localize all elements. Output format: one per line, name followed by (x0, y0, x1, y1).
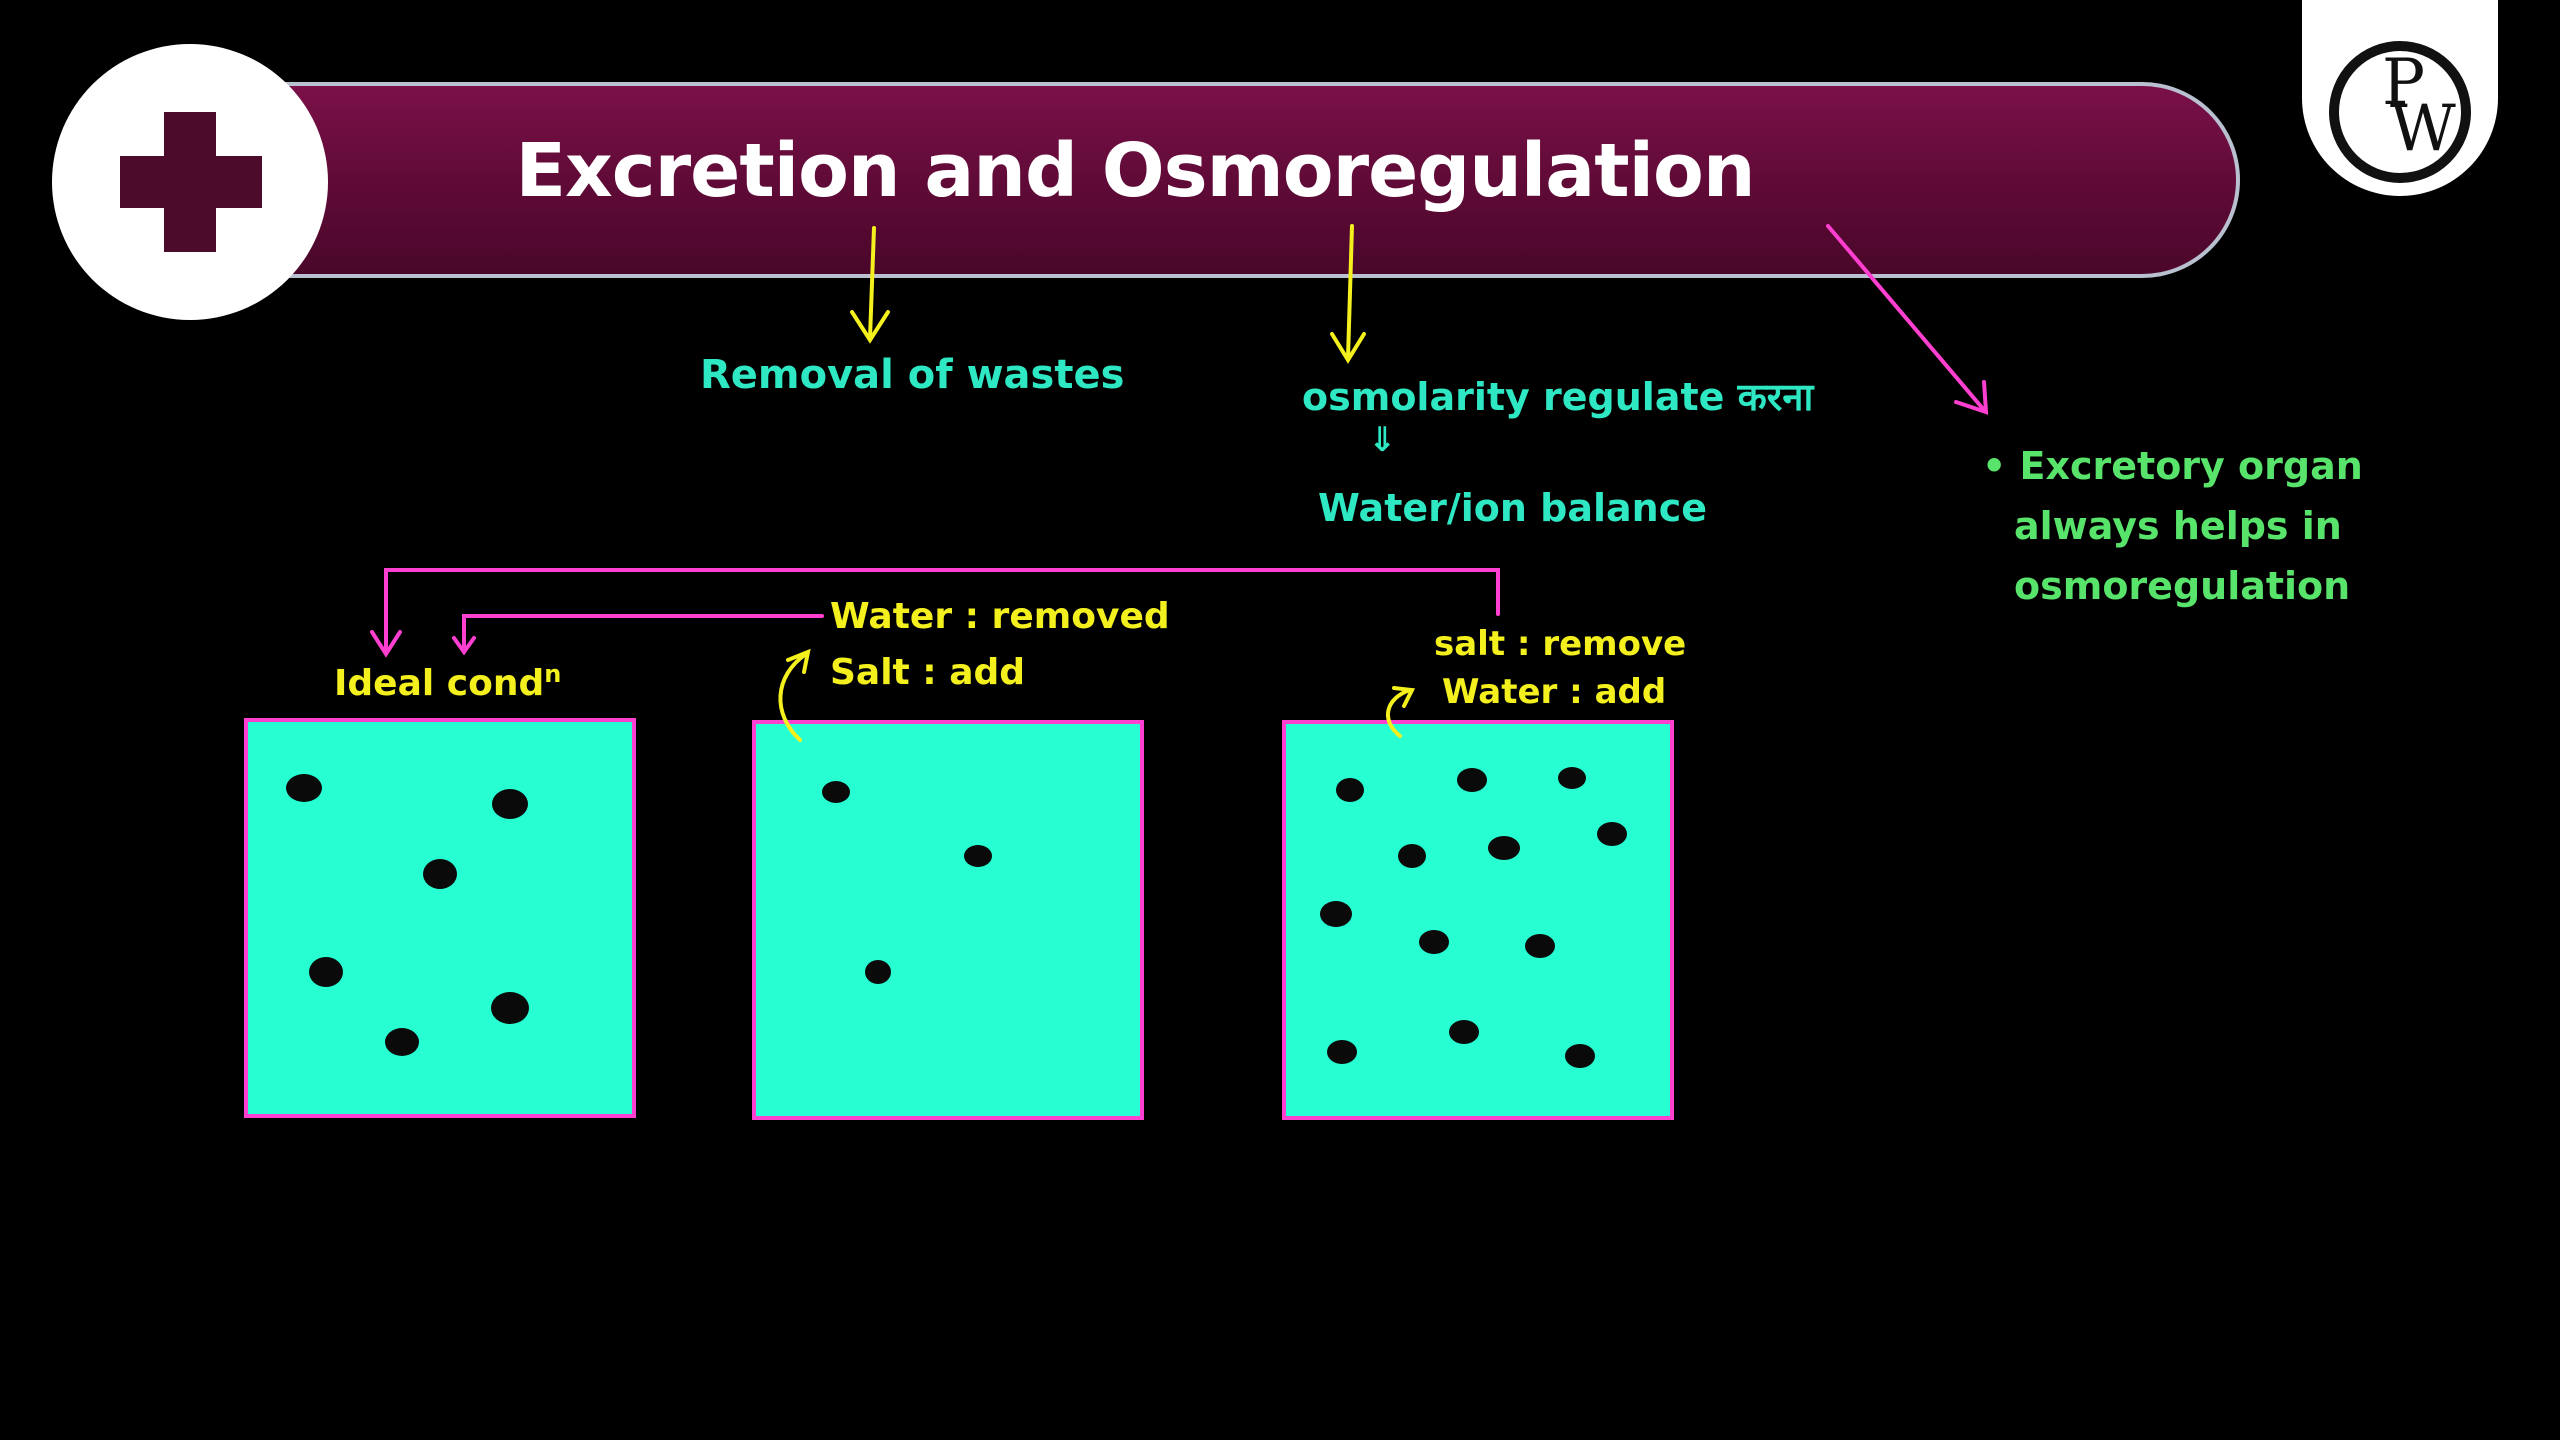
yellow-arrow-removal (850, 226, 890, 344)
box1-particles (286, 774, 529, 1056)
page-title: Excretion and Osmoregulation (515, 128, 1756, 214)
excretory-note-line-1: • Excretory organ (1982, 444, 2363, 488)
pink-arrow-excretory (1826, 224, 1989, 415)
excretory-note-line-2: always helps in (2014, 504, 2342, 548)
svg-text:P: P (2382, 46, 2425, 120)
yellow-curve-arrow-box2 (778, 648, 811, 742)
svg-text:W: W (2390, 92, 2456, 166)
removal-of-wastes-note: Removal of wastes (700, 352, 1125, 398)
title-banner (250, 82, 2240, 278)
cross-horizontal-bar (120, 156, 262, 208)
pw-logo-icon: P W (2329, 41, 2471, 183)
pink-connector-box3-to-ideal (370, 568, 1500, 658)
double-down-arrow: ⇓ (1368, 420, 1397, 460)
ideal-condition-label: Ideal condn (334, 660, 562, 704)
dilute-solution-box (752, 720, 1144, 1120)
box3-particles (1320, 767, 1627, 1068)
box2-line-1: Water : removed (830, 596, 1170, 637)
box2-line-2: Salt : add (830, 652, 1026, 693)
yellow-arrow-osmolarity (1330, 224, 1366, 364)
box2-particles (822, 781, 992, 984)
box3-line-2: Water : add (1442, 672, 1667, 712)
osmolarity-note: osmolarity regulate करना (1302, 375, 1814, 419)
pw-logo: P W (2302, 0, 2498, 196)
water-ion-balance-note: Water/ion balance (1318, 486, 1708, 530)
box3-line-1: salt : remove (1434, 624, 1687, 664)
yellow-curve-arrow-box3 (1386, 686, 1416, 738)
pink-connector-box2-to-ideal (452, 614, 824, 656)
excretory-note-line-3: osmoregulation (2014, 564, 2351, 608)
